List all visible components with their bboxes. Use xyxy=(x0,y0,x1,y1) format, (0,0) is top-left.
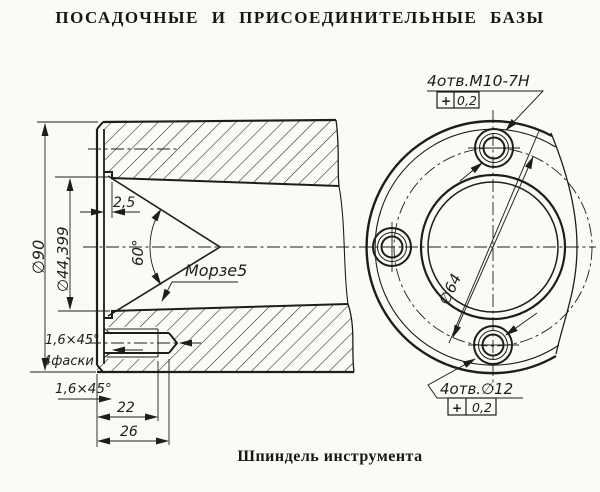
position-symbol-d12: + xyxy=(452,401,462,415)
morse-taper-label: Морзе5 xyxy=(185,261,247,280)
dim-26-label: 26 xyxy=(120,424,138,440)
chamfer-holes-label: 1,6×45° xyxy=(45,333,100,348)
tolerance-value-m10: 0,2 xyxy=(457,93,477,108)
dim-angle-label: 60° xyxy=(129,239,147,266)
plain-holes-label: 4отв.∅12 xyxy=(440,380,513,398)
dim-counterbore-label: 2,5 xyxy=(113,195,135,211)
page-title: ПОСАДОЧНЫЕ И ПРИСОЕДИНИТЕЛЬНЫЕ БАЗЫ xyxy=(55,8,545,27)
dimension-lines xyxy=(41,123,238,445)
figure-caption: Шпиндель инструмента xyxy=(237,448,423,465)
chamfer-face-label: 1,6×45° xyxy=(55,381,112,397)
tolerance-frame-m10 xyxy=(436,91,480,109)
end-view: 4отв.М10-7Н + 0,2 ∅64 4отв.∅12 + 0,2 xyxy=(365,72,593,416)
dim-dia44-label: ∅44,399 xyxy=(54,226,72,292)
tolerance-frame-d12 xyxy=(447,397,497,416)
extension-lines xyxy=(30,121,170,447)
hatching xyxy=(97,120,354,372)
tapped-holes-label: 4отв.М10-7Н xyxy=(427,72,530,90)
tolerance-frames xyxy=(436,91,497,416)
dim-dia64-label: ∅64 xyxy=(435,271,465,308)
end-view-centerlines xyxy=(391,110,520,390)
position-symbol-m10: + xyxy=(441,94,451,108)
chamfer-count-label: 4фаски xyxy=(43,354,94,369)
cone-lines xyxy=(107,175,222,317)
dim-22-label: 22 xyxy=(117,400,135,416)
dim-dia90-label: ∅90 xyxy=(29,240,48,274)
centerlines xyxy=(83,148,596,344)
tolerance-value-d12: 0,2 xyxy=(472,400,492,415)
body-contours xyxy=(95,118,355,374)
section-view: ∅90 ∅44,399 2,5 60° Морзе5 1,6×45° 4фаск… xyxy=(29,118,596,447)
